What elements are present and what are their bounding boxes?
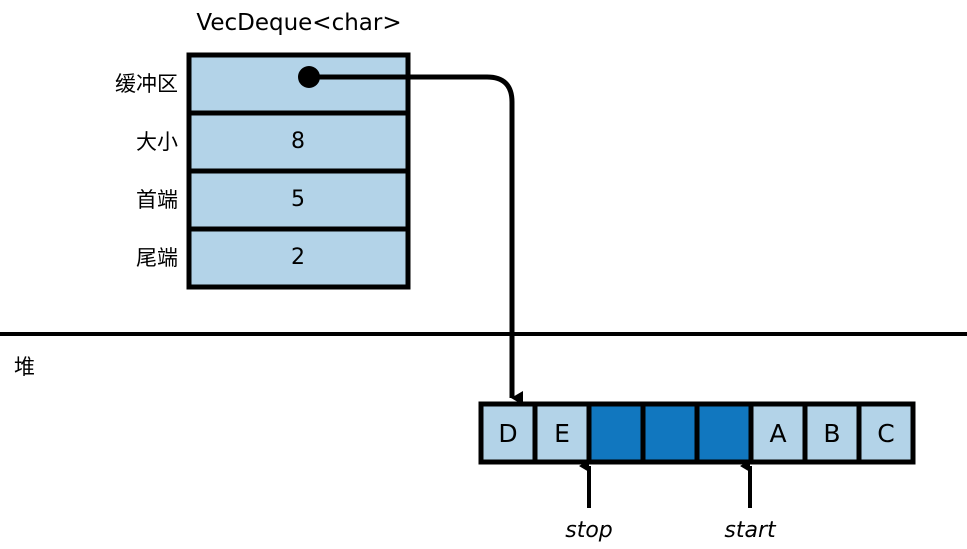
buffer-cell-5-text: A [769, 419, 786, 448]
buffer-pointer-dot [298, 66, 320, 88]
struct-field-tail-cell [186, 226, 411, 290]
struct-label-size: 大小 [136, 130, 178, 154]
struct-label-buffer: 缓冲区 [115, 72, 178, 96]
heap-buffer: D E A B C [478, 401, 916, 465]
buffer-cell-7-text: C [877, 419, 894, 448]
buffer-cell-7 [856, 401, 916, 465]
struct-value-tail: 2 [291, 245, 305, 270]
stop-marker-label: stop [565, 518, 613, 543]
struct-label-tail: 尾端 [136, 246, 178, 270]
struct-label-head: 首端 [136, 188, 178, 212]
buffer-cell-2 [586, 401, 646, 465]
struct-value-head: 5 [291, 187, 305, 212]
buffer-cell-6 [802, 401, 862, 465]
buffer-cell-0-text: D [498, 419, 517, 448]
buffer-cell-1-text: E [554, 419, 570, 448]
buffer-cell-5 [748, 401, 808, 465]
buffer-pointer-arrow [309, 74, 523, 405]
buffer-cell-3 [640, 401, 700, 465]
struct-title: VecDeque<char> [196, 10, 401, 36]
heap-region-label: 堆 [14, 355, 35, 379]
struct-value-size: 8 [291, 129, 305, 154]
buffer-cell-1 [532, 401, 592, 465]
start-marker-label: start [724, 518, 777, 543]
struct-field-buffer-cell [186, 52, 411, 116]
buffer-cell-6-text: B [823, 419, 840, 448]
buffer-cell-4 [694, 401, 754, 465]
struct-box [186, 52, 411, 290]
